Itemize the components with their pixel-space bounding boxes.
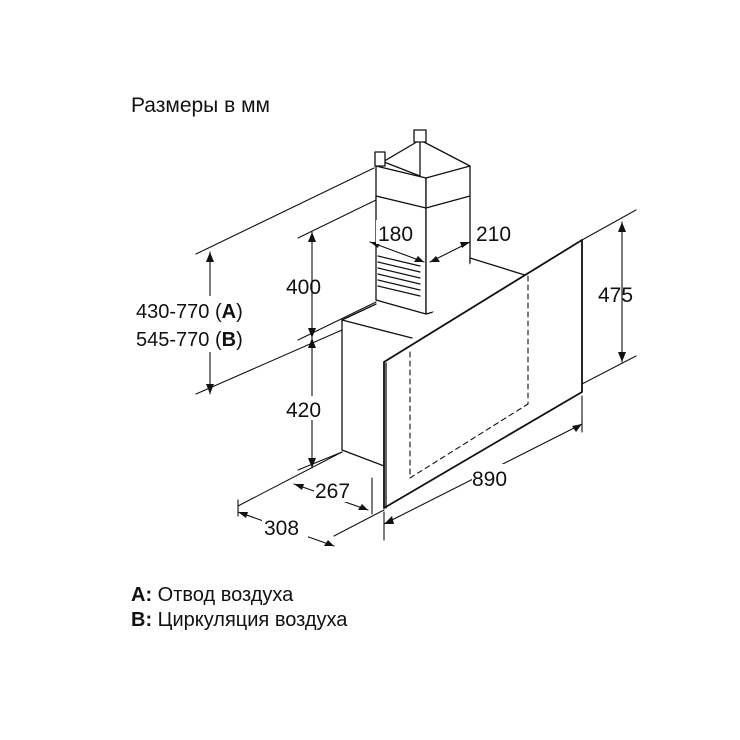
legend-item-b: B: Циркуляция воздуха — [131, 609, 348, 631]
label-267: 267 — [315, 480, 350, 503]
hood-glass-panel — [383, 239, 583, 509]
ext-line-420-bottom — [297, 451, 343, 471]
hood-top-front-edge — [341, 319, 413, 339]
dim-line-180 — [369, 241, 425, 263]
ext-line-475-bottom — [581, 355, 637, 385]
label-400: 400 — [286, 276, 321, 299]
hood-top-edge — [341, 303, 377, 321]
label-210: 210 — [476, 223, 511, 246]
label-180: 180 — [378, 223, 413, 246]
legend-item-a: A: Отвод воздуха — [131, 584, 294, 606]
duct-vent-grille — [377, 255, 421, 297]
duct-top-inner-edge-2 — [383, 161, 421, 177]
label-height-a: 430-770 (A) — [136, 301, 243, 323]
label-890: 890 — [472, 468, 507, 491]
duct-telescope-joint-2 — [425, 195, 471, 209]
duct-telescope-joint — [375, 195, 427, 209]
duct-top-bracket — [374, 151, 386, 167]
ext-line-400-top — [297, 199, 377, 239]
duct-top-edge — [375, 139, 471, 167]
duct-top-bracket-2 — [413, 129, 427, 143]
arrowheads — [206, 222, 626, 546]
hood-body — [341, 239, 583, 509]
ext-line-475-top — [581, 209, 637, 241]
ext-line-overall-top — [195, 167, 375, 255]
page-title: Размеры в мм — [131, 94, 270, 117]
label-475: 475 — [598, 284, 633, 307]
ext-line-308-left-2 — [237, 451, 343, 507]
label-height-b: 545-770 (B) — [136, 329, 243, 351]
label-308: 308 — [264, 517, 299, 540]
hood-top-edge-2 — [469, 257, 529, 277]
ext-line-308-right — [333, 509, 385, 537]
dimension-labels: 180 210 400 430-770 (A) 545-770 (B) 420 … — [134, 220, 633, 540]
hidden-lines — [409, 275, 529, 479]
ext-line-overall-bottom — [195, 329, 343, 395]
hood-side-edge — [341, 319, 385, 467]
hood-top-face — [342, 256, 528, 336]
label-420: 420 — [286, 399, 321, 422]
